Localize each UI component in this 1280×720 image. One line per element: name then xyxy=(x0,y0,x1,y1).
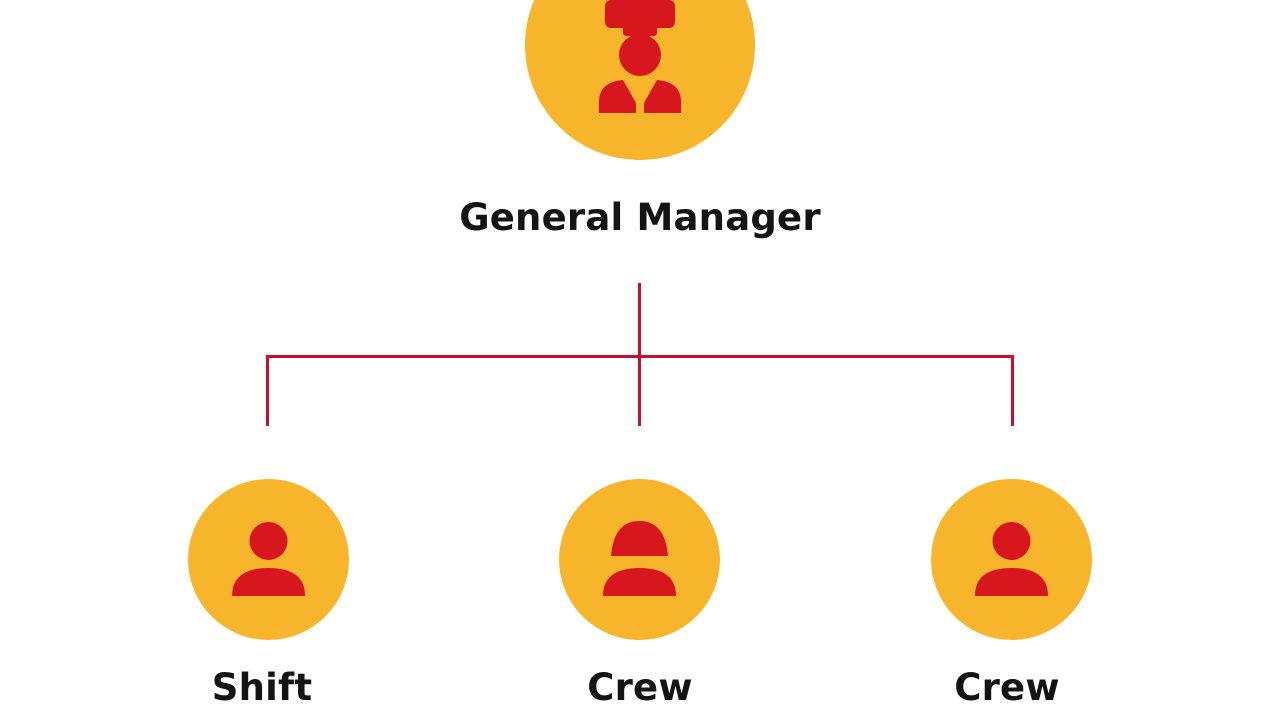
general-manager-label: General Manager xyxy=(459,196,821,239)
person-icon xyxy=(232,522,305,596)
general-manager-circle xyxy=(525,0,755,160)
left-drop-connector xyxy=(266,355,269,426)
trunk-connector xyxy=(638,283,641,426)
crew-circle-center xyxy=(559,479,720,640)
manager-with-hat-icon xyxy=(599,0,681,113)
person-with-cap-icon xyxy=(603,521,676,596)
crew-circle-right xyxy=(931,479,1092,640)
shift-label: Shift xyxy=(211,666,313,709)
shift-circle xyxy=(188,479,349,640)
right-drop-connector xyxy=(1011,355,1014,426)
person-icon xyxy=(975,522,1048,596)
crew-label-right: Crew xyxy=(954,666,1060,709)
crew-label-center: Crew xyxy=(587,666,693,709)
horizontal-connector xyxy=(266,355,1014,358)
